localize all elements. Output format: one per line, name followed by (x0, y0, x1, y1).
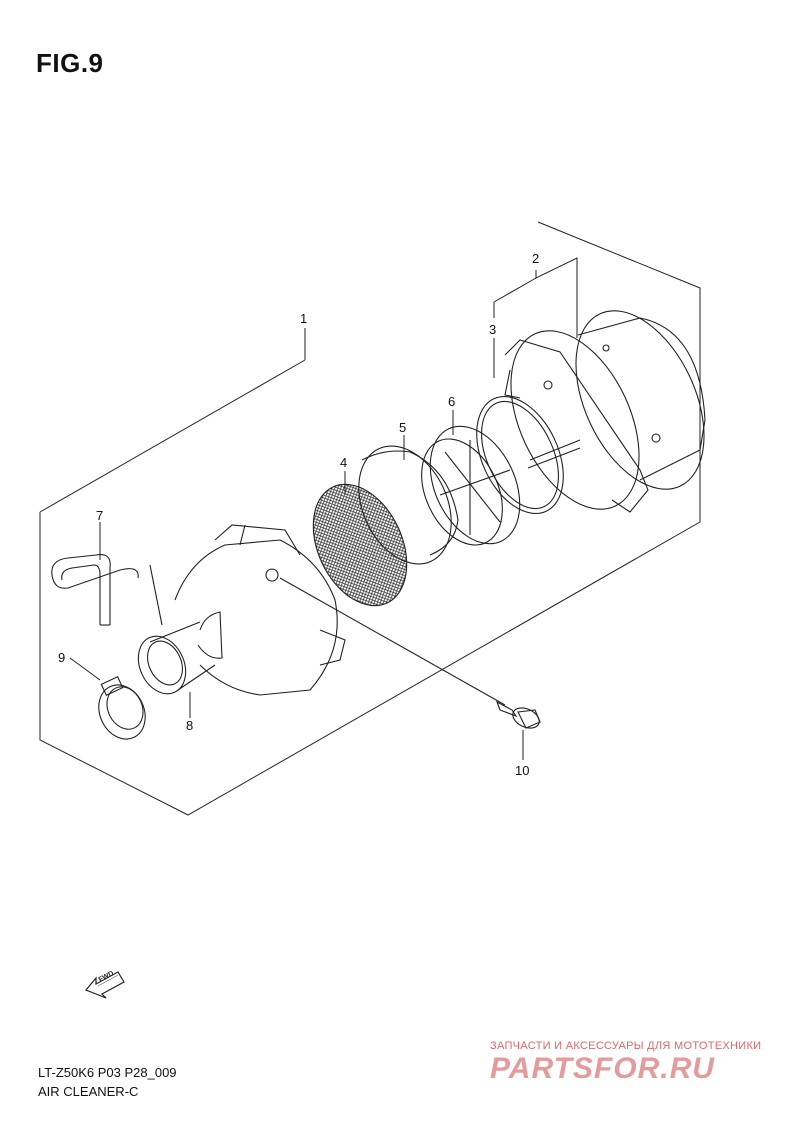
callout-8: 8 (186, 718, 193, 733)
watermark-logo: PARTSFOR.RU (490, 1052, 715, 1085)
air-cleaner-case (504, 310, 706, 513)
watermark-tagline: ЗАПЧАСТИ И АКСЕССУАРЫ ДЛЯ МОТОТЕХНИКИ (490, 1040, 762, 1052)
callout-7: 7 (96, 508, 103, 523)
hose-clamp (98, 676, 146, 740)
callout-6: 6 (448, 394, 455, 409)
mesh-screen (312, 483, 408, 607)
drain-hose (51, 553, 163, 626)
callout-1: 1 (300, 311, 307, 326)
callout-2: 2 (532, 251, 539, 266)
callout-5: 5 (399, 420, 406, 435)
assembly-frame (39, 221, 701, 816)
leader-lines (69, 257, 578, 760)
filter-cage (421, 425, 521, 546)
intake-boot (137, 621, 216, 695)
diagram-code: LT-Z50K6 P03 P28_009 (38, 1065, 177, 1080)
callout-9: 9 (58, 650, 65, 665)
fwd-arrow-icon: FWD (85, 970, 125, 999)
bolt (279, 577, 541, 729)
callout-10: 10 (515, 763, 529, 778)
callout-labels: 1 2 3 4 5 6 7 8 9 10 (58, 251, 539, 778)
figure-title: FIG.9 (36, 48, 104, 78)
diagram-subtitle: AIR CLEANER-C (38, 1084, 139, 1099)
air-cleaner-cover (174, 524, 346, 696)
callout-3: 3 (489, 322, 496, 337)
callout-4: 4 (340, 455, 347, 470)
